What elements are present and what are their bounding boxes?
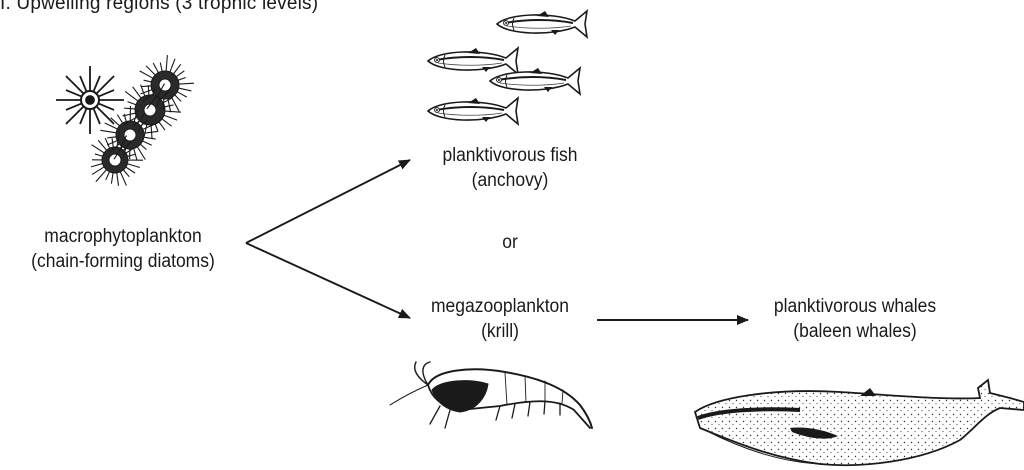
node-fish-detail: (anchovy) <box>409 168 611 193</box>
node-krill-name: megazooplankton <box>408 294 592 319</box>
node-whales-name: planktivorous whales <box>745 294 966 319</box>
diatom-cluster-icon <box>56 55 194 186</box>
node-fish-name: planktivorous fish <box>409 143 611 168</box>
connector-or: or <box>464 230 556 255</box>
arrow-phyto-to-krill <box>246 243 410 318</box>
baleen-whale-icon <box>695 380 1024 465</box>
node-planktivorous-fish: planktivorous fish (anchovy) <box>409 143 611 193</box>
node-phyto-detail: (chain-forming diatoms) <box>13 249 234 274</box>
node-phyto-name: macrophytoplankton <box>13 224 234 249</box>
node-macrophytoplankton: macrophytoplankton (chain-forming diatom… <box>13 224 234 274</box>
node-whales-detail: (baleen whales) <box>745 319 966 344</box>
connector-or-text: or <box>464 230 556 255</box>
anchovy-school-icon <box>428 11 587 124</box>
krill-icon <box>390 362 592 428</box>
arrow-phyto-to-fish <box>246 160 410 243</box>
node-krill-detail: (krill) <box>408 319 592 344</box>
node-planktivorous-whales: planktivorous whales (baleen whales) <box>745 294 966 344</box>
node-megazooplankton: megazooplankton (krill) <box>408 294 592 344</box>
